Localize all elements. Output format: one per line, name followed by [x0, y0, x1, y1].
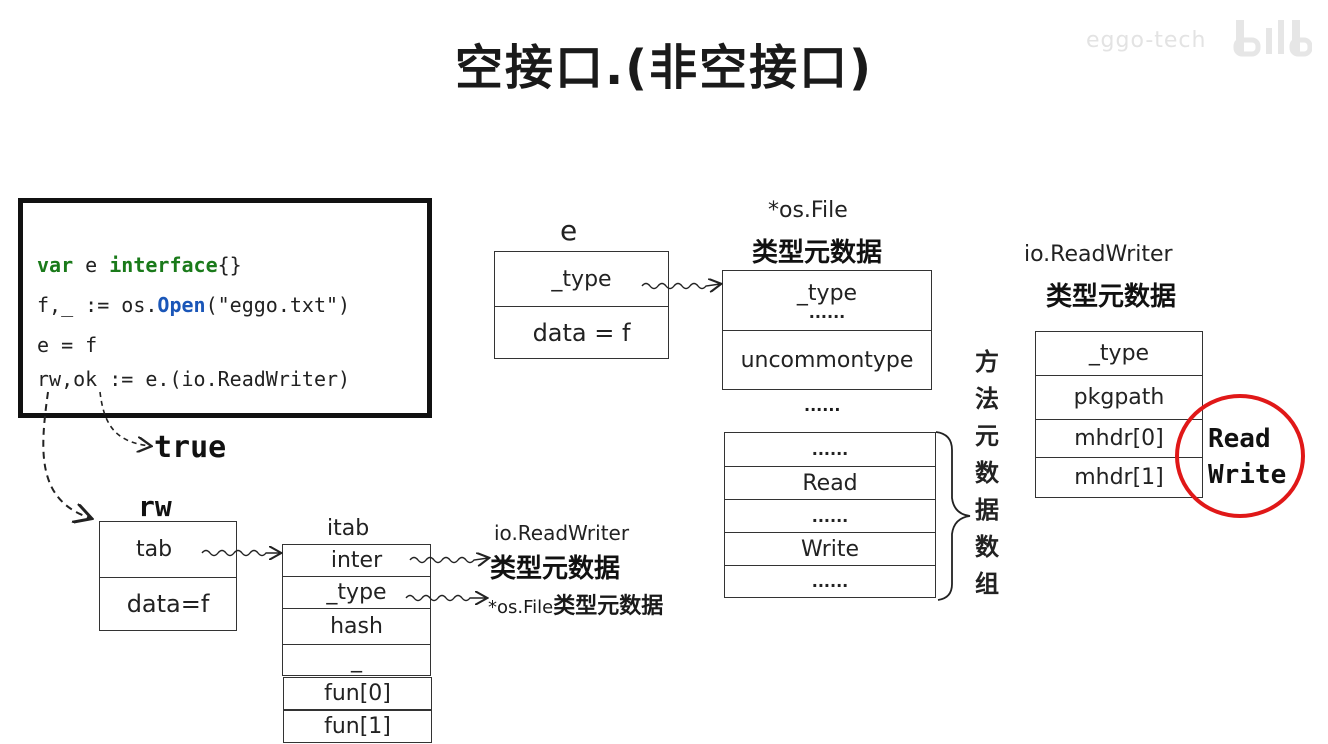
middle-dots: ...... — [804, 396, 841, 415]
e-box-data-cell: data = f — [532, 319, 631, 347]
method-array-row-write: Write — [725, 533, 935, 566]
itab-type-target-cn: 类型元数据 — [553, 594, 664, 619]
e-box-name: e — [560, 214, 578, 247]
code-line-4: rw,ok := e.(io.ReadWriter) — [37, 367, 351, 391]
method-array-label-char: 数 — [975, 459, 999, 487]
method-array-label-char: 方 — [975, 348, 999, 376]
method-array-label-char: 组 — [975, 570, 999, 598]
code-braces: {} — [217, 253, 242, 277]
iorw-meta-type-cell: _type — [1036, 332, 1202, 376]
e-box-type-cell: _type — [495, 252, 668, 307]
method-array-label-char: 数 — [975, 533, 999, 561]
method-array-brace — [935, 431, 971, 601]
method-array-label-char: 法 — [975, 385, 999, 413]
osfile-meta-dots: ...... — [808, 303, 846, 322]
page-title: 空接口.(非空接口) — [454, 40, 874, 96]
itab-box: inter _type hash _ — [282, 544, 431, 676]
itab-inter-target-title: io.ReadWriter — [494, 521, 630, 545]
itab-fun0-box: fun[0] — [283, 677, 432, 710]
osfile-meta-subtitle: 类型元数据 — [752, 238, 883, 268]
iorw-meta-mhdr0-cell: mhdr[0] — [1036, 420, 1202, 458]
itab-fun1-cell: fun[1] — [324, 714, 391, 739]
osfile-meta-type-label: _type — [796, 281, 858, 306]
method-array-row-dots-3: ...... — [811, 572, 849, 591]
iorw-meta-mhdr1-cell: mhdr[1] — [1074, 465, 1164, 490]
itab-type-cell: _type — [283, 577, 430, 609]
bilibili-logo — [1232, 14, 1313, 69]
code-line-2-post: ("eggo.txt") — [205, 293, 351, 317]
true-label: true — [154, 430, 227, 465]
itab-hash-cell: hash — [283, 609, 430, 645]
itab-type-target: *os.File类型元数据 — [488, 588, 663, 620]
iorw-meta-pkgpath-cell: pkgpath — [1036, 376, 1202, 420]
method-array-row-dots-2: ...... — [725, 500, 935, 533]
method-array-label-char: 元 — [975, 422, 999, 450]
watermark-text: eggo-tech — [1086, 28, 1207, 53]
rw-box-name: rw — [138, 490, 172, 523]
method-array-label-char: 据 — [975, 496, 999, 524]
code-line-1: var e interface{} — [37, 253, 242, 277]
itab-inter-cell: inter — [283, 545, 430, 577]
code-func-open: Open — [157, 293, 206, 317]
e-box: _type data = f — [494, 251, 669, 359]
itab-underscore-cell: _ — [351, 647, 362, 673]
method-array-box: ...... Read ...... Write ...... — [724, 432, 936, 598]
code-line-3: e = f — [37, 333, 98, 357]
iorw-meta-box: _type pkgpath mhdr[0] mhdr[1] — [1035, 331, 1203, 498]
code-keyword-interface: interface — [109, 253, 218, 277]
itab-inter-target-subtitle: 类型元数据 — [490, 554, 621, 584]
itab-fun0-cell: fun[0] — [324, 681, 391, 706]
method-array-label: 方 法 元 数 据 数 组 — [972, 344, 1002, 603]
osfile-meta-box: _type ...... uncommontype — [722, 270, 932, 390]
rw-box: tab data=f — [99, 521, 237, 631]
itab-fun1-box: fun[1] — [283, 710, 432, 743]
iorw-meta-subtitle: 类型元数据 — [1046, 282, 1177, 312]
osfile-meta-uncommontype-cell: uncommontype — [740, 347, 914, 373]
code-var-name: e — [73, 253, 110, 277]
code-keyword-var: var — [37, 253, 74, 277]
rw-box-data-cell: data=f — [126, 590, 210, 618]
iorw-meta-title: io.ReadWriter — [1024, 242, 1173, 267]
osfile-meta-type-cell: _type ...... — [723, 271, 931, 331]
method-array-row-read: Read — [725, 467, 935, 500]
circled-write: Write — [1208, 460, 1287, 490]
itab-name: itab — [327, 516, 370, 541]
circled-read: Read — [1208, 424, 1271, 454]
code-box: var e interface{} f,_ := os.Open("eggo.t… — [18, 198, 432, 418]
code-line-2: f,_ := os.Open("eggo.txt") — [37, 293, 350, 317]
code-line-2-pre: f,_ := os. — [37, 293, 158, 317]
rw-box-tab-cell: tab — [100, 522, 236, 578]
bilibili-logo-icon — [1233, 20, 1313, 57]
itab-type-target-en: *os.File — [488, 597, 554, 618]
osfile-meta-title: *os.File — [768, 198, 848, 223]
method-array-row-dots-1: ...... — [725, 433, 935, 467]
